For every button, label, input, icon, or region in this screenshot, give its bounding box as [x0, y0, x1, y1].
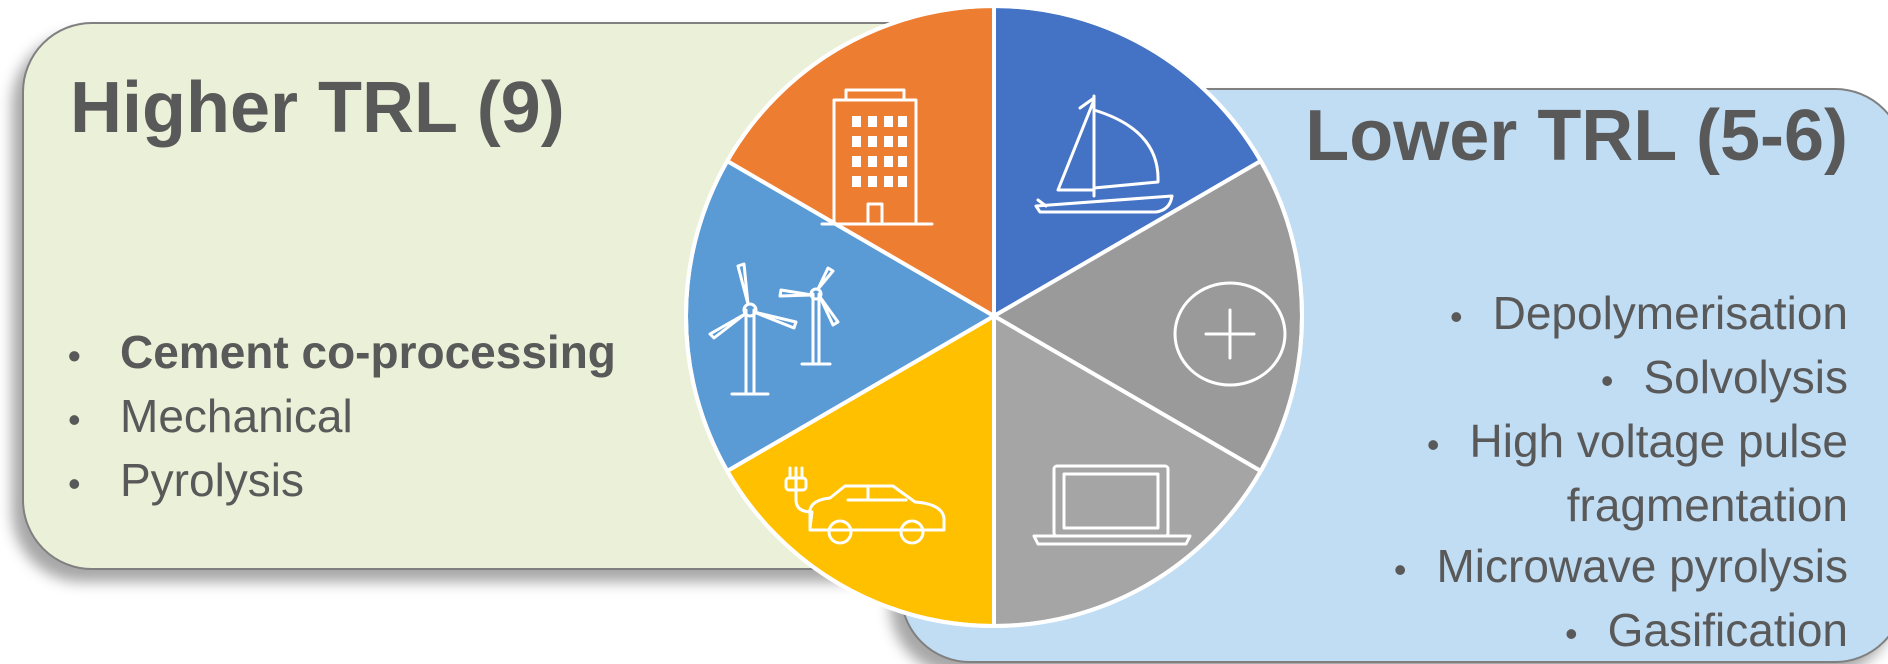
medical-device-icon — [1173, 281, 1287, 387]
list-item-microwave: •Microwave pyrolysis — [1393, 540, 1848, 592]
list-item-hv-pulse-cont: fragmentation — [1394, 475, 1848, 536]
list-item-label: High voltage pulse — [1469, 415, 1848, 467]
list-item-label: Depolymerisation — [1492, 287, 1848, 339]
list-item-label: Pyrolysis — [120, 454, 305, 506]
applications-wheel — [684, 4, 1304, 629]
building-windows — [852, 116, 907, 187]
list-item-cement: Cement co-processing — [68, 322, 616, 386]
list-item-hv-pulse: •High voltage pulse — [1426, 415, 1848, 467]
list-item-label: Microwave pyrolysis — [1436, 540, 1848, 592]
sailboat-icon — [1034, 94, 1174, 214]
wheel-rim — [684, 4, 1304, 628]
list-item-label: fragmentation — [1566, 479, 1848, 531]
lower-trl-title: Lower TRL (5-6) — [1305, 96, 1848, 176]
list-item-label: Cement co-processing — [120, 326, 616, 378]
list-item-pyrolysis: Pyrolysis — [68, 450, 616, 514]
list-item-solvolysis: •Solvolysis — [1600, 351, 1848, 403]
list-item-label: Solvolysis — [1643, 351, 1848, 403]
electric-car-icon — [784, 466, 946, 545]
list-item-mechanical: Mechanical — [68, 386, 616, 450]
laptop-icon — [1032, 464, 1192, 546]
wind-turbines-icon — [708, 262, 840, 396]
higher-trl-title: Higher TRL (9) — [70, 68, 565, 148]
building-icon — [820, 88, 934, 226]
list-item-depolymerisation: •Depolymerisation — [1450, 287, 1848, 339]
list-item-label: Mechanical — [120, 390, 353, 442]
higher-trl-list: Cement co-processing Mechanical Pyrolysi… — [68, 322, 616, 514]
